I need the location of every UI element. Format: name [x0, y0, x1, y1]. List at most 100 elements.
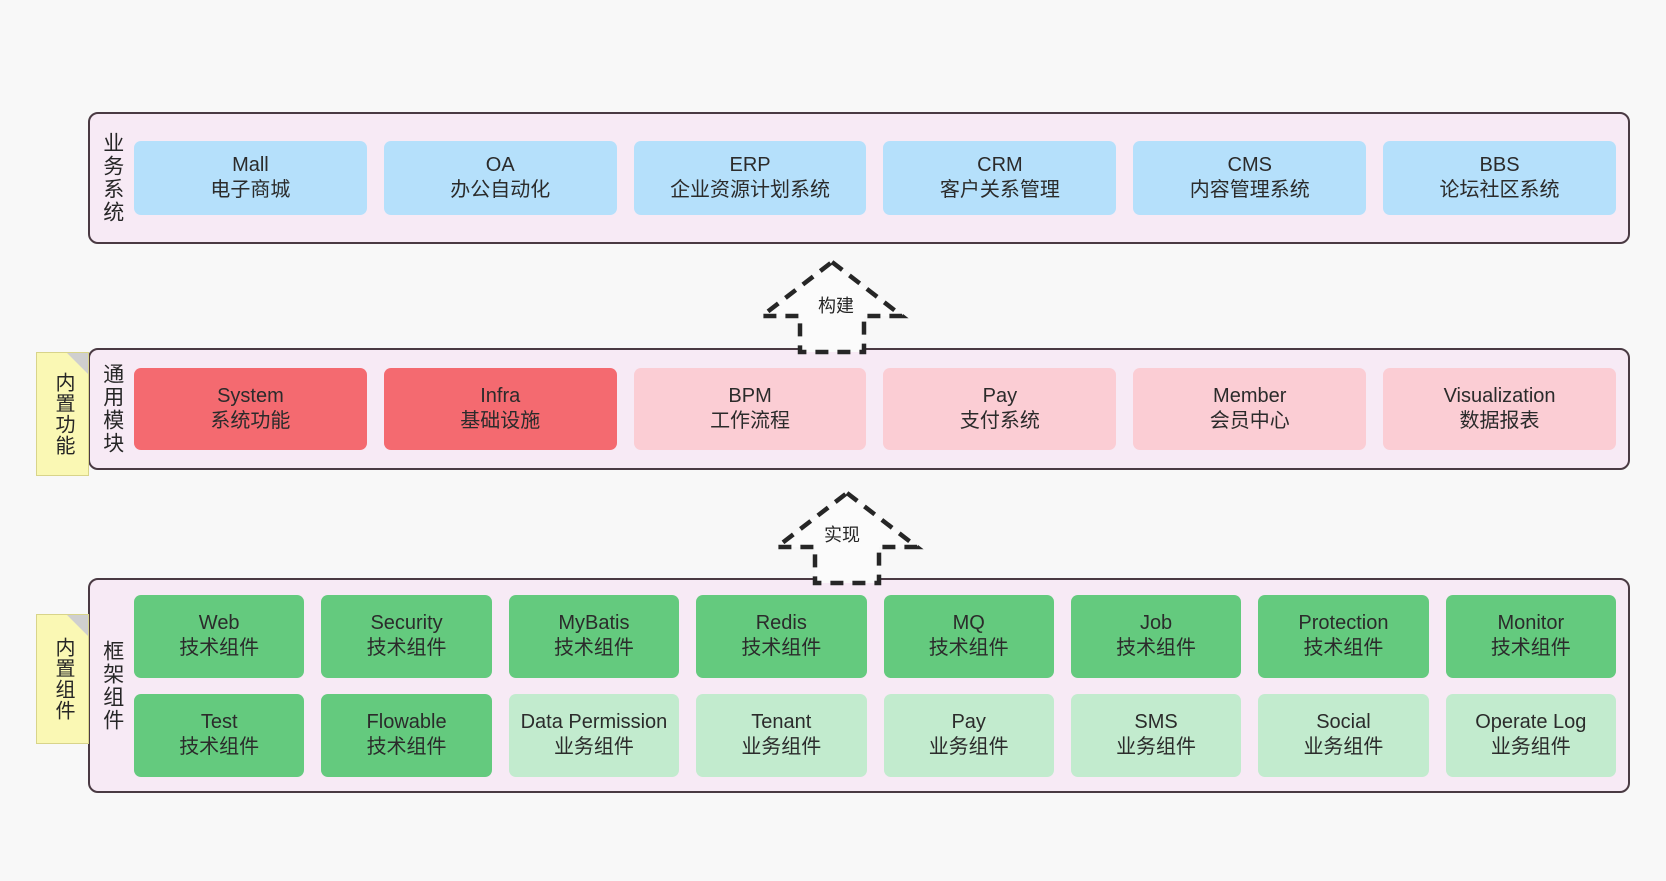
component-desc: 论坛社区系统 — [1439, 179, 1560, 201]
component-desc: 会员中心 — [1209, 410, 1290, 432]
component-desc: 技术组件 — [741, 637, 822, 659]
component-card[interactable]: MyBatis 技术组件 — [508, 594, 680, 678]
implement-arrow-icon — [767, 487, 927, 592]
sticky-note-builtin-features: 内置功能 — [36, 352, 89, 476]
component-desc: 技术组件 — [179, 637, 260, 659]
component-desc: 工作流程 — [710, 410, 791, 432]
component-card[interactable]: System 系统功能 — [134, 368, 367, 450]
component-desc: 企业资源计划系统 — [670, 179, 831, 201]
component-name: Infra — [480, 384, 521, 407]
component-card[interactable]: Pay 业务组件 — [883, 693, 1054, 777]
component-desc: 业务组件 — [928, 736, 1009, 758]
sticky-note-label: 内置功能 — [52, 372, 74, 456]
build-arrow-icon — [752, 256, 912, 361]
component-card[interactable]: SMS 业务组件 — [1070, 693, 1242, 777]
component-desc: 技术组件 — [366, 736, 447, 758]
build-arrow-label: 构建 — [818, 296, 854, 316]
component-name: CMS — [1227, 153, 1272, 176]
component-name: Tenant — [751, 710, 812, 733]
component-desc: 技术组件 — [553, 637, 634, 659]
component-name: Redis — [755, 611, 807, 634]
component-card[interactable]: Mall 电子商城 — [134, 141, 367, 215]
component-desc: 业务组件 — [1303, 736, 1384, 758]
component-desc: 系统功能 — [210, 410, 291, 432]
component-card[interactable]: Operate Log 业务组件 — [1445, 693, 1616, 777]
component-card[interactable]: MQ 技术组件 — [883, 594, 1054, 678]
component-card[interactable]: Redis 技术组件 — [696, 594, 867, 678]
component-desc: 技术组件 — [1303, 637, 1384, 659]
component-name: OA — [485, 153, 515, 176]
component-name: Member — [1213, 384, 1287, 407]
component-desc: 业务组件 — [741, 736, 822, 758]
component-name: ERP — [729, 153, 771, 176]
component-name: CRM — [977, 153, 1023, 176]
component-name: Data Permission — [520, 710, 668, 733]
component-desc: 技术组件 — [1116, 637, 1197, 659]
component-name: Operate Log — [1475, 710, 1587, 733]
implement-arrow-label: 实现 — [824, 525, 860, 545]
component-name: MyBatis — [558, 611, 630, 634]
component-card[interactable]: Job 技术组件 — [1070, 594, 1242, 678]
component-desc: 支付系统 — [959, 410, 1040, 432]
component-card[interactable]: Web 技术组件 — [134, 594, 305, 678]
component-card[interactable]: Monitor 技术组件 — [1445, 594, 1616, 678]
sticky-note-label: 内置组件 — [52, 637, 74, 721]
component-card[interactable]: Flowable 技术组件 — [321, 693, 492, 777]
component-name: Pay — [982, 384, 1018, 407]
sticky-note-builtin-components: 内置组件 — [36, 614, 89, 744]
component-name: Mall — [232, 153, 269, 176]
layer-body-modules: System 系统功能 Infra 基础设施 BPM 工作流程 Pay 支付系统 Member 会… — [134, 350, 1628, 468]
component-name: SMS — [1134, 710, 1178, 733]
component-card[interactable]: Pay 支付系统 — [883, 368, 1117, 450]
component-desc: 技术组件 — [366, 637, 447, 659]
component-desc: 电子商城 — [210, 179, 291, 201]
component-card[interactable]: Test 技术组件 — [134, 693, 305, 777]
component-name: BPM — [728, 384, 772, 407]
component-card[interactable]: BPM 工作流程 — [633, 368, 867, 450]
component-desc: 基础设施 — [460, 410, 541, 432]
component-desc: 技术组件 — [179, 736, 260, 758]
component-card[interactable]: Protection 技术组件 — [1258, 594, 1429, 678]
component-card[interactable]: Data Permission 业务组件 — [508, 693, 680, 777]
component-desc: 技术组件 — [928, 637, 1009, 659]
component-name: MQ — [952, 611, 985, 634]
component-card[interactable]: Member 会员中心 — [1133, 368, 1367, 450]
layer-title-framework: 框架组件 — [100, 639, 124, 732]
component-name: Monitor — [1497, 611, 1565, 634]
component-name: Web — [198, 611, 240, 634]
component-desc: 业务组件 — [553, 736, 634, 758]
layer-title-business: 业务系统 — [100, 132, 124, 224]
component-card[interactable]: Visualization 数据报表 — [1383, 368, 1616, 450]
component-card[interactable]: Tenant 业务组件 — [696, 693, 867, 777]
component-name: Test — [200, 710, 238, 733]
component-name: Job — [1139, 611, 1173, 634]
component-desc: 内容管理系统 — [1189, 179, 1310, 201]
component-name: Social — [1316, 710, 1371, 733]
component-name: Protection — [1298, 611, 1389, 634]
component-name: Visualization — [1443, 384, 1556, 407]
component-card[interactable]: CMS 内容管理系统 — [1133, 141, 1367, 215]
component-desc: 数据报表 — [1459, 410, 1540, 432]
component-desc: 业务组件 — [1116, 736, 1197, 758]
component-card[interactable]: Social 业务组件 — [1258, 693, 1429, 777]
component-name: Flowable — [366, 710, 447, 733]
component-card[interactable]: ERP 企业资源计划系统 — [633, 141, 867, 215]
component-name: System — [217, 384, 284, 407]
component-desc: 业务组件 — [1490, 736, 1571, 758]
component-name: Pay — [951, 710, 986, 733]
note-fold-corner-icon — [67, 615, 88, 636]
component-card[interactable]: Infra 基础设施 — [383, 368, 617, 450]
component-desc: 技术组件 — [1490, 637, 1571, 659]
